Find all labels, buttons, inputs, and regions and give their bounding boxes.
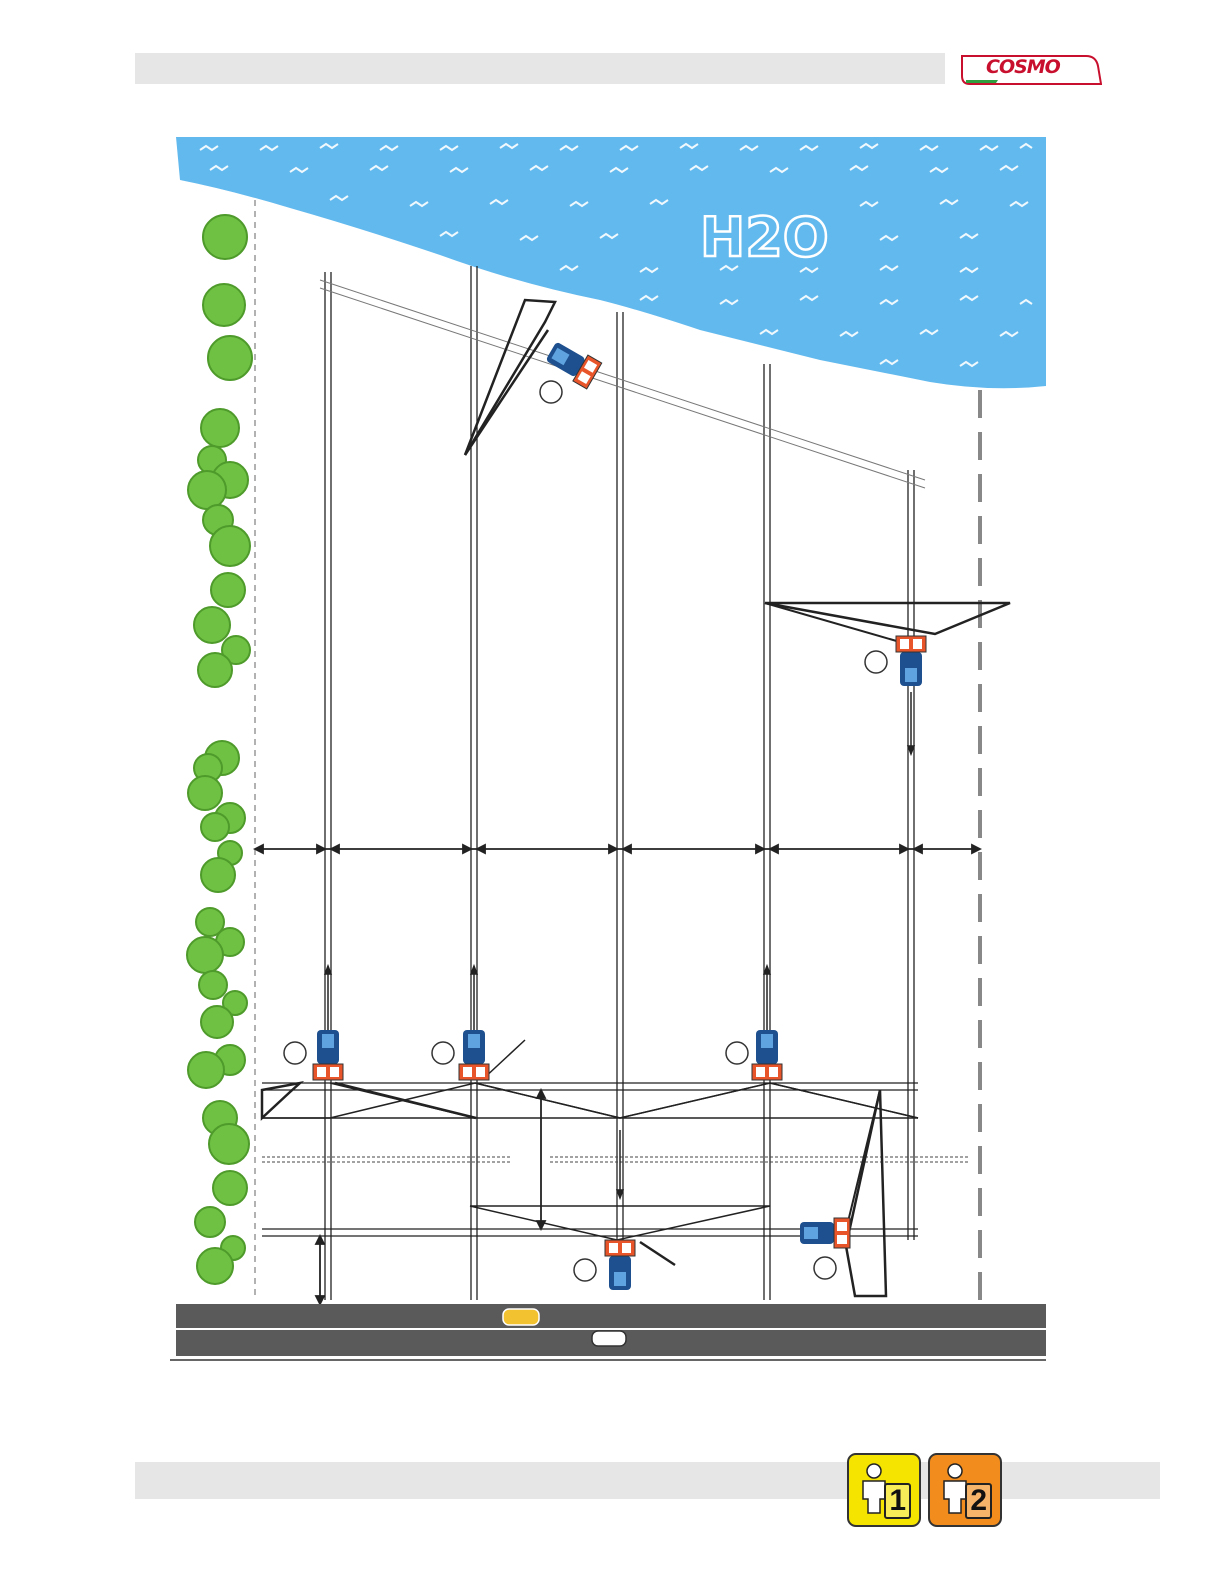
tree-icon bbox=[195, 1207, 225, 1237]
tree-icon bbox=[199, 971, 227, 999]
tree-icon bbox=[188, 471, 226, 509]
tree-icon bbox=[209, 1124, 249, 1164]
tree-row bbox=[187, 215, 252, 1284]
position-marker bbox=[432, 1042, 454, 1064]
tree-icon bbox=[201, 1006, 233, 1038]
tractor-icon bbox=[313, 1030, 343, 1080]
position-marker bbox=[284, 1042, 306, 1064]
tree-icon bbox=[208, 336, 252, 380]
tractor-icon bbox=[896, 636, 926, 686]
tree-icon bbox=[201, 813, 229, 841]
spray-fan bbox=[765, 603, 900, 642]
position-marker bbox=[726, 1042, 748, 1064]
tree-icon bbox=[211, 573, 245, 607]
spray-fan bbox=[846, 1090, 886, 1296]
badge-number: 2 bbox=[965, 1483, 992, 1519]
badge-number: 1 bbox=[884, 1483, 911, 1519]
tree-icon bbox=[203, 284, 245, 326]
footer-bar bbox=[135, 1462, 1160, 1499]
position-marker bbox=[540, 381, 562, 403]
tractor-icon bbox=[459, 1030, 489, 1080]
operator-badge-2: 2 bbox=[928, 1453, 1002, 1527]
tree-icon bbox=[187, 937, 223, 973]
car-icon bbox=[503, 1309, 539, 1325]
position-marker bbox=[865, 651, 887, 673]
tree-icon bbox=[210, 526, 250, 566]
spray-fan bbox=[465, 300, 555, 455]
tractor-icon bbox=[800, 1218, 850, 1248]
car-icon bbox=[592, 1331, 626, 1346]
tree-icon bbox=[203, 215, 247, 259]
water-area bbox=[176, 137, 1046, 388]
spray-fan bbox=[765, 603, 1010, 634]
vertical-dimension-arrows bbox=[316, 1090, 545, 1304]
tree-icon bbox=[197, 1248, 233, 1284]
tree-icon bbox=[198, 653, 232, 687]
position-marker bbox=[574, 1259, 596, 1281]
tree-icon bbox=[213, 1171, 247, 1205]
tree-icon bbox=[201, 409, 239, 447]
direction-arrows bbox=[325, 692, 914, 1198]
spray-fan bbox=[846, 1090, 880, 1230]
tree-icon bbox=[194, 607, 230, 643]
spray-fan bbox=[640, 1242, 675, 1265]
bottom-headland-lines bbox=[262, 1083, 918, 1236]
tree-icon bbox=[188, 776, 222, 810]
position-marker bbox=[814, 1257, 836, 1279]
tree-icon bbox=[201, 858, 235, 892]
spray-fan bbox=[262, 1083, 300, 1118]
water-label: H2O bbox=[700, 206, 829, 269]
tractor-icon bbox=[605, 1240, 635, 1290]
tree-icon bbox=[188, 1052, 224, 1088]
operator-badge-1: 1 bbox=[847, 1453, 921, 1527]
tractor-icon bbox=[752, 1030, 782, 1080]
position-markers bbox=[284, 381, 887, 1281]
